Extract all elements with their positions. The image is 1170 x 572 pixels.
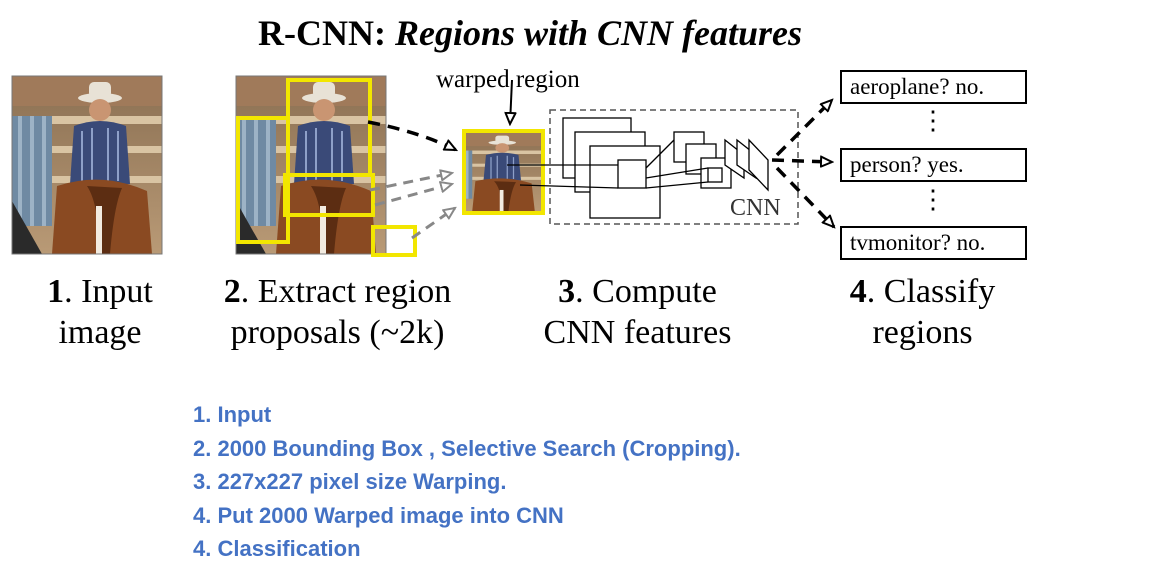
proposal-box	[283, 173, 375, 217]
arrow-dashed-icon	[367, 120, 456, 152]
cnn-frame	[549, 109, 799, 225]
cnn-label: CNN	[730, 195, 781, 221]
step-2-caption: 2. Extract region proposals (~2k)	[223, 273, 452, 351]
ellipsis: ⋮	[920, 185, 946, 214]
input-image	[11, 75, 163, 255]
class-box-tvmonitor: tvmonitor? no.	[840, 226, 1027, 260]
notes-list: 1. Input 2. 2000 Bounding Box , Selectiv…	[193, 398, 741, 566]
arrow-dashed-icon	[374, 184, 452, 207]
arrow-dashed-icon	[775, 100, 832, 157]
region-proposals-image	[235, 75, 417, 257]
warped-region-label: warped region	[436, 66, 580, 93]
note-item: 2. 2000 Bounding Box , Selective Search …	[193, 435, 741, 461]
arrow-dashed-icon	[369, 173, 452, 192]
step-3-caption: 3. Compute CNN features	[543, 273, 732, 351]
proposal-box	[371, 225, 417, 257]
proposal-arrows	[367, 120, 456, 240]
ellipsis: ⋮	[920, 106, 946, 135]
arrow-dashed-icon	[775, 166, 834, 227]
class-arrows	[771, 100, 834, 227]
title-italic: Regions with CNN features	[394, 13, 803, 53]
note-item: 4. Classification	[193, 536, 361, 561]
note-item: 3. 227x227 pixel size Warping.	[193, 469, 507, 494]
diagram-title: R-CNN: Regions with CNN features	[0, 12, 1060, 54]
proposal-box	[236, 116, 290, 244]
arrow-dashed-icon	[411, 208, 455, 240]
step-1-caption: 1. Input image	[47, 273, 153, 351]
note-item: 4. Put 2000 Warped image into CNN	[193, 502, 564, 528]
arrow-dashed-icon	[771, 160, 832, 162]
cnn-layers	[507, 117, 769, 219]
class-box-aeroplane: aeroplane? no.	[840, 70, 1027, 104]
class-box-person: person? yes.	[840, 148, 1027, 182]
step-4-caption: 4. Classify regions	[849, 273, 996, 351]
title-bold: R-CNN:	[257, 13, 395, 53]
note-item: 1. Input	[193, 402, 272, 427]
warped-region	[462, 79, 545, 215]
